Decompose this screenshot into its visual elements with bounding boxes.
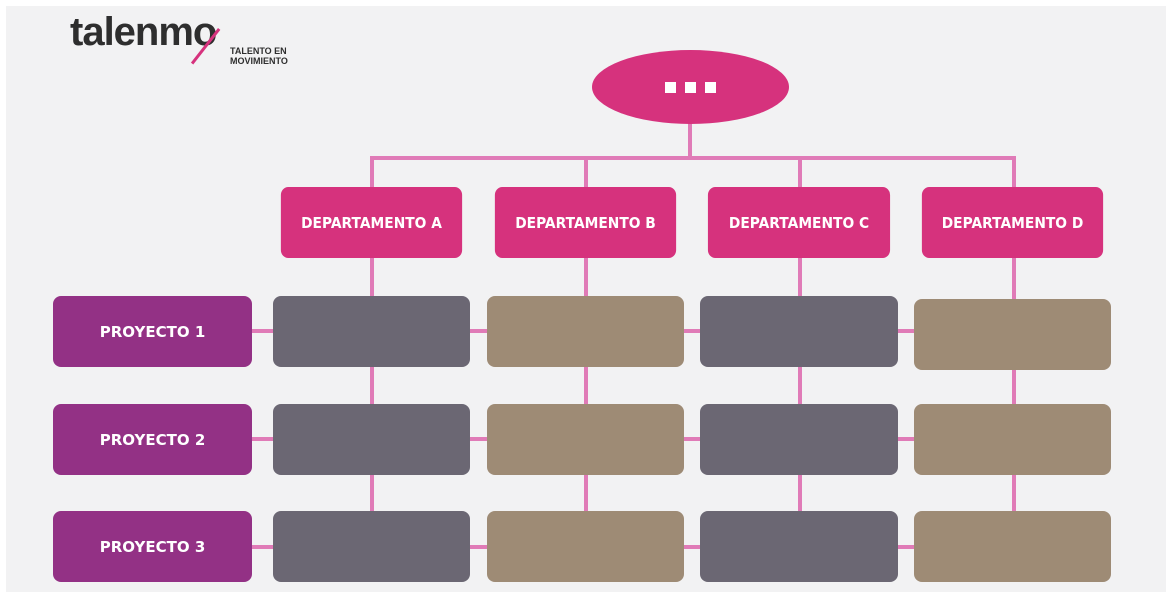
- project-2: PROYECTO 2: [53, 404, 252, 475]
- project-1: PROYECTO 1: [53, 296, 252, 367]
- matrix-cell-3a: [273, 511, 470, 582]
- logo-wordmark: talenmo: [70, 10, 217, 54]
- department-d: DEPARTAMENTO D: [921, 187, 1104, 258]
- matrix-cell-1b: [487, 296, 684, 367]
- matrix-cell-3d: [914, 511, 1111, 582]
- department-b: DEPARTAMENTO B: [494, 187, 677, 258]
- column-line-c: [798, 256, 802, 512]
- matrix-cell-2b: [487, 404, 684, 475]
- talenmo-logo: talenmo TALENTO EN MOVIMIENTO: [70, 10, 320, 70]
- department-c: DEPARTAMENTO C: [707, 187, 891, 258]
- project-3: PROYECTO 3: [53, 511, 252, 582]
- ellipsis-dot: [685, 81, 696, 93]
- matrix-cell-2c: [700, 404, 898, 475]
- matrix-cell-3c: [700, 511, 898, 582]
- logo-tagline: TALENTO EN MOVIMIENTO: [230, 46, 288, 66]
- connector-dept-d: [1012, 156, 1016, 189]
- matrix-cell-1c: [700, 296, 898, 367]
- column-line-b: [584, 256, 588, 512]
- ellipsis-dot: [665, 81, 676, 93]
- root-node: ...: [592, 50, 789, 124]
- connector-dept-a: [370, 156, 374, 189]
- connector-dept-b: [584, 156, 588, 189]
- matrix-cell-1d: [914, 299, 1111, 370]
- connector-root-down: [688, 122, 692, 158]
- matrix-cell-2a: [273, 404, 470, 475]
- column-line-d: [1012, 256, 1016, 512]
- matrix-cell-3b: [487, 511, 684, 582]
- matrix-cell-2d: [914, 404, 1111, 475]
- column-line-a: [370, 256, 374, 512]
- ellipsis-dot: [705, 81, 716, 93]
- connector-dept-c: [798, 156, 802, 189]
- connector-dept-bus: [370, 156, 1016, 160]
- department-a: DEPARTAMENTO A: [280, 187, 463, 258]
- matrix-cell-1a: [273, 296, 470, 367]
